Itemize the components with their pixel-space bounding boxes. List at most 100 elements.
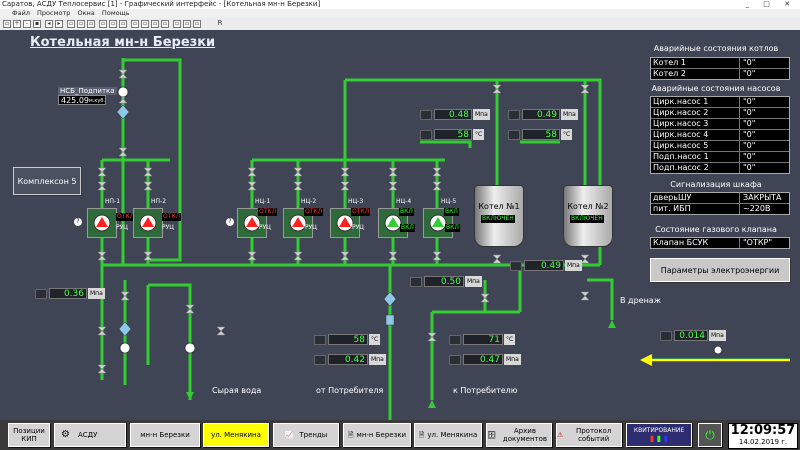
pump-name: НЦ-2 bbox=[301, 198, 317, 205]
pump-icon bbox=[289, 214, 307, 232]
kvit-indicators: ▮ ▮ ▮ bbox=[649, 434, 669, 443]
gas-valve-title: Состояние газового клапана bbox=[655, 225, 777, 234]
document-icon: 🗎 bbox=[347, 431, 354, 439]
tool-icon-9[interactable]: ▫ bbox=[151, 20, 159, 28]
toolbar-r-label[interactable]: R bbox=[217, 19, 223, 27]
tool-icon-1[interactable]: ▫ bbox=[67, 20, 75, 28]
value: 0.42 bbox=[328, 354, 368, 365]
page-title: Котельная мн-н Березки bbox=[30, 35, 216, 50]
gear-icon: ⚙ bbox=[61, 429, 70, 440]
menu-help[interactable]: Помощь bbox=[101, 9, 130, 17]
unit: Мпа bbox=[369, 354, 386, 365]
alarm-name: Клапан БСУК bbox=[651, 238, 740, 248]
alarm-row: Цирк.насос 4"0" bbox=[651, 130, 789, 141]
temp-from-consumer-readout: 58°C bbox=[314, 334, 381, 345]
window-title: Саратов, АСДУ Теплосервис [1] - Графичес… bbox=[0, 0, 800, 9]
to-consumer-label: к Потребителю bbox=[453, 386, 518, 395]
boiler-name: Котел №2 bbox=[567, 202, 609, 211]
pump-icon bbox=[384, 214, 402, 232]
pump-frame bbox=[330, 208, 360, 238]
alarm-row: Цирк.насос 1"0" bbox=[651, 97, 789, 108]
tool-icon-7[interactable]: ▫ bbox=[131, 20, 139, 28]
pump-info-badge[interactable]: ? bbox=[74, 218, 82, 226]
drain-label: В дренаж bbox=[620, 296, 661, 305]
forward-icon[interactable]: ▸ bbox=[55, 20, 63, 28]
tool-icon-11[interactable]: ▫ bbox=[173, 20, 181, 28]
unit: °C bbox=[561, 129, 573, 140]
trend-icon: 📈 bbox=[284, 431, 294, 439]
value: 0.36 bbox=[49, 288, 87, 299]
pump-name: НП-2 bbox=[151, 198, 167, 205]
archive-button[interactable]: 🗄 Архив документов bbox=[486, 423, 552, 447]
unit: Мпа bbox=[561, 109, 578, 120]
nav-mn-berezki[interactable]: мн-н Березки bbox=[130, 423, 200, 447]
tool-icon-4[interactable]: ▫ bbox=[99, 20, 107, 28]
boiler-2[interactable]: Котел №2 ВКЛЮЧЕН bbox=[563, 185, 613, 247]
tool-icon-5[interactable]: ▫ bbox=[109, 20, 117, 28]
valve-symbols bbox=[97, 69, 790, 408]
pump-state: ОТКЛ bbox=[116, 213, 136, 221]
unit: °C bbox=[504, 334, 516, 345]
alarm-value: "0" bbox=[740, 141, 789, 151]
alarm-name: Подп.насос 2 bbox=[651, 163, 740, 173]
energy-params-button[interactable]: Параметры электроэнергии bbox=[650, 258, 790, 282]
kvit-label: КВИТИРОВАНИЕ bbox=[633, 427, 685, 434]
boiler-1[interactable]: Котел №1 ВКЛЮЧЕН bbox=[474, 185, 524, 247]
zoom-out-icon[interactable]: - bbox=[23, 20, 31, 28]
tool-icon-6[interactable]: ▫ bbox=[119, 20, 127, 28]
tool-icon-2[interactable]: ▫ bbox=[77, 20, 85, 28]
tool-icon-12[interactable]: ▫ bbox=[183, 20, 191, 28]
tool-icon-3[interactable]: ▫ bbox=[87, 20, 95, 28]
temp-boiler2-readout: 58°C bbox=[508, 129, 573, 140]
back-icon[interactable]: ◂ bbox=[45, 20, 53, 28]
nsb-readout: 425.09 м.куб. bbox=[58, 95, 106, 105]
doc-ul-menyakina-label: ул. Менякина bbox=[427, 431, 478, 439]
tool-icon-8[interactable]: ▫ bbox=[141, 20, 149, 28]
value: 0.47 bbox=[463, 354, 503, 365]
menu-file[interactable]: Файл bbox=[12, 9, 30, 17]
alarm-name: Котел 2 bbox=[651, 69, 740, 79]
pos-kip-button[interactable]: Позиции КИП bbox=[8, 423, 50, 447]
kvit-button[interactable]: КВИТИРОВАНИЕ ▮ ▮ ▮ bbox=[626, 423, 692, 447]
alarm-name: Цирк.насос 3 bbox=[651, 119, 740, 129]
menu-view[interactable]: Просмотр bbox=[37, 9, 71, 17]
alarm-row: Цирк.насос 3"0" bbox=[651, 119, 789, 130]
pump-info-badge[interactable]: ? bbox=[226, 218, 234, 226]
boiler-state: ВКЛЮЧЕН bbox=[570, 215, 604, 223]
pump-icon bbox=[93, 214, 111, 232]
doc-ul-menyakina-button[interactable]: 🗎 ул. Менякина bbox=[414, 423, 482, 447]
alarm-value: "0" bbox=[740, 152, 789, 162]
nsb-label: НСБ_Подпитка bbox=[58, 87, 117, 95]
unit: Мпа bbox=[504, 354, 521, 365]
pump-state: ОТКЛ bbox=[258, 208, 278, 216]
kompleks-button[interactable]: Комплексон 5 bbox=[13, 167, 81, 195]
alarm-name: дверьШУ bbox=[651, 193, 740, 203]
alarm-value: ~220В bbox=[740, 204, 789, 214]
zoom-in-icon[interactable]: + bbox=[13, 20, 21, 28]
alarm-row: Подп.насос 2"0" bbox=[651, 163, 789, 173]
clock: 12:09:57 14.02.2019 г. bbox=[728, 423, 798, 449]
temp-boiler1-readout: 58°C bbox=[420, 129, 485, 140]
tool-icon-13[interactable]: ▫ bbox=[193, 20, 201, 28]
pump-name: НЦ-3 bbox=[348, 198, 364, 205]
cabinet-alarms-title: Сигнализация шкафа bbox=[670, 180, 762, 189]
tool-icon-10[interactable]: ▫ bbox=[161, 20, 169, 28]
exit-button[interactable]: ⏻ bbox=[698, 423, 722, 447]
menu-windows[interactable]: Окна bbox=[77, 9, 95, 17]
asdu-button[interactable]: ⚙ АСДУ bbox=[54, 423, 126, 447]
pump-alarms-table: Цирк.насос 1"0" Цирк.насос 2"0" Цирк.нас… bbox=[650, 96, 790, 174]
window-controls[interactable]: _ □ ✕ bbox=[745, 0, 796, 8]
pump-name: НЦ-4 bbox=[396, 198, 412, 205]
alarm-value: "0" bbox=[740, 58, 789, 68]
open-icon[interactable]: ▫ bbox=[3, 20, 11, 28]
nav-ul-menyakina[interactable]: ул. Менякина bbox=[203, 423, 269, 447]
print-icon[interactable]: ▪ bbox=[33, 20, 41, 28]
protocol-button[interactable]: ⚠ Протокол событий bbox=[556, 423, 622, 447]
alarm-value: "0" bbox=[740, 108, 789, 118]
archive-label: Архив документов bbox=[502, 427, 548, 443]
trends-button[interactable]: 📈 Тренды bbox=[273, 423, 339, 447]
doc-mn-berezki-button[interactable]: 🗎 мн-н Березки bbox=[343, 423, 411, 447]
